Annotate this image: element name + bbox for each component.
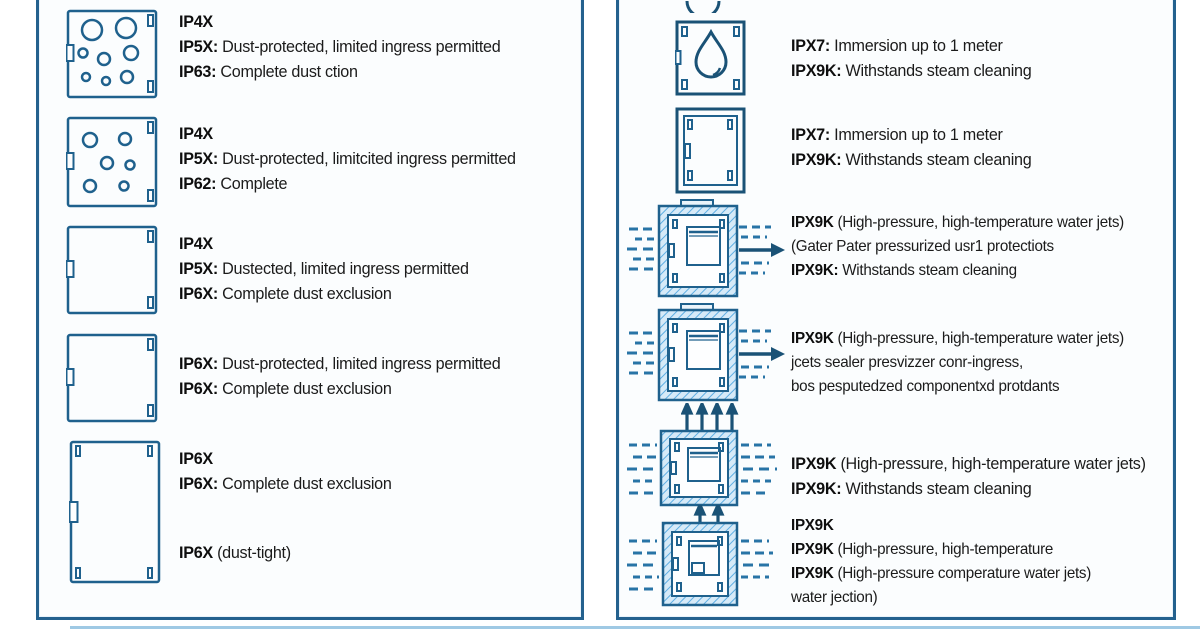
rating-line: IP6X: Dust-protected, limited ingress pe…: [179, 354, 501, 373]
rating-line: IP6X (dust-tight): [179, 543, 291, 562]
rating-text-block: IP4X IP5X: Dust-protected, limited ingre…: [179, 9, 501, 84]
water-jets-arrow-enclosure-icon: [627, 199, 785, 298]
rating-line: IP6X: Complete dust exclusion: [179, 379, 392, 398]
rating-line: IPX9K (High-pressure, high-temperature w…: [791, 330, 1124, 347]
rating-line: IP4X: [179, 124, 213, 143]
rating-text-block: IPX7: Immersion up to 1 meter IPX9K: Wit…: [791, 122, 1032, 172]
rating-line: IP6X: Complete dust exclusion: [179, 284, 392, 303]
water-jets-enclosure-icon: [627, 521, 775, 607]
dust-protection-panel: IP4X IP5X: Dust-protected, limited ingre…: [36, 0, 584, 620]
rating-text-block: IPX9K (High-pressure, high-temperature w…: [791, 211, 1124, 283]
rating-line: (Gater Pater pressurized usr1 protectiot…: [791, 238, 1054, 255]
rating-line: IP5X: Dustected, limited ingress permitt…: [179, 259, 469, 278]
rating-line: IPX9K: Withstands steam cleaning: [791, 262, 1017, 279]
rating-line: IPX7: Immersion up to 1 meter: [791, 36, 1003, 55]
partial-circle-icon: [685, 1, 721, 13]
rating-line: bos pesputedzed componentxd protdants: [791, 378, 1060, 395]
rating-line: IPX9K (High-pressure, high-temperature: [791, 541, 1054, 558]
rating-line: IP4X: [179, 234, 213, 253]
rating-line: IP62: Complete: [179, 174, 288, 193]
rating-line: IPX9K: Withstands steam cleaning: [791, 61, 1032, 80]
dust-particles-enclosure-icon: [66, 9, 158, 99]
rating-text-block: IP6X: Dust-protected, limited ingress pe…: [179, 351, 501, 401]
rating-text-block: IP4X IP5X: Dustected, limited ingress pe…: [179, 231, 469, 306]
rating-line: IP5X: Dust-protected, limited ingress pe…: [179, 37, 501, 56]
rating-line: jcets sealer presvizzer conr-ingress,: [791, 354, 1023, 371]
rating-text-block: IPX9K (High-pressure, high-temperature w…: [791, 327, 1124, 399]
water-droplet-enclosure-icon: [675, 20, 746, 96]
rating-line: water jection): [791, 589, 878, 606]
water-jets-arrow-enclosure-icon: [627, 303, 785, 402]
rating-line: IP6X: [179, 449, 213, 468]
rating-line: IP63: Complete dust ction: [179, 62, 358, 81]
dust-tight-enclosure-icon: [69, 440, 161, 584]
rating-text-block: IP6X IP6X: Complete dust exclusion IP6X …: [179, 446, 392, 565]
water-jets-enclosure-icon: [627, 429, 777, 507]
water-protection-panel: IPX7: Immersion up to 1 meter IPX9K: Wit…: [616, 0, 1176, 620]
bottom-partial-rule: [70, 626, 1200, 629]
rating-line: IPX9K: Withstands steam cleaning: [791, 479, 1032, 498]
vented-enclosure-icon: [66, 225, 158, 315]
dust-particles-enclosure-icon: [66, 116, 158, 208]
up-arrows-icon: [681, 403, 739, 433]
rating-line: IPX9K (High-pressure, high-temperature w…: [791, 454, 1146, 473]
rating-line: IPX9K (High-pressure, high-temperature w…: [791, 214, 1124, 231]
rating-line: IP6X: Complete dust exclusion: [179, 474, 392, 493]
rating-line: IPX9K: Withstands steam cleaning: [791, 150, 1032, 169]
rating-line: IPX9K (High-pressure comperature water j…: [791, 565, 1092, 582]
rating-text-block: IPX7: Immersion up to 1 meter IPX9K: Wit…: [791, 33, 1032, 83]
rating-text-block: IPX9K IPX9K (High-pressure, high-tempera…: [791, 514, 1091, 610]
rating-line: IP4X: [179, 12, 213, 31]
sealed-double-enclosure-icon: [675, 107, 746, 194]
rating-line: IPX9K: [791, 517, 834, 534]
rating-text-block: IPX9K (High-pressure, high-temperature w…: [791, 451, 1146, 501]
rating-line: IP5X: Dust-protected, limitcited ingress…: [179, 149, 516, 168]
rating-text-block: IP4X IP5X: Dust-protected, limitcited in…: [179, 121, 516, 196]
vented-enclosure-icon: [66, 333, 158, 423]
rating-line: IPX7: Immersion up to 1 meter: [791, 125, 1003, 144]
